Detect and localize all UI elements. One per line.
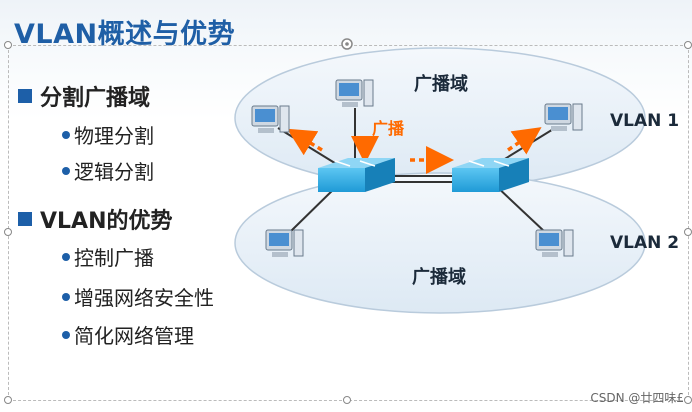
bullet-main-2: VLAN的优势 <box>18 203 172 235</box>
computer-icon-upper-left <box>251 105 290 133</box>
computer-icon-lower-right <box>535 229 574 257</box>
vlan2-label: VLAN 2 <box>610 233 679 253</box>
bullet-square-icon <box>18 212 32 226</box>
bullet-dot-icon <box>62 167 70 175</box>
computer-icon-upper-right <box>544 103 583 131</box>
bullet-sub-2-3: 简化网络管理 <box>62 320 194 349</box>
bullet-square-icon <box>18 89 32 103</box>
bullet-sub-2-1: 控制广播 <box>62 242 154 271</box>
lower-domain-label: 广播域 <box>412 266 466 288</box>
switch-left-icon <box>318 158 395 192</box>
bullet-sub-2-2: 增强网络安全性 <box>62 282 214 311</box>
bullet-main-1: 分割广播域 <box>18 80 150 112</box>
upper-domain-label: 广播域 <box>414 73 468 95</box>
vlan1-label: VLAN 1 <box>610 111 679 131</box>
selection-frame-right <box>688 45 689 400</box>
bullet-sub-1-2: 逻辑分割 <box>62 156 154 185</box>
watermark: CSDN @廿四味£ <box>590 391 684 405</box>
resize-handle-bottom-left[interactable] <box>4 396 12 404</box>
broadcast-arrow-left <box>287 128 323 156</box>
broadcast-arrow-upright <box>507 127 542 155</box>
selection-frame-left <box>8 45 9 400</box>
broadcast-domain-upper <box>234 47 646 189</box>
bullet-dot-icon <box>62 293 70 301</box>
computer-icon-top <box>335 79 374 107</box>
bullet-dot-icon <box>62 253 70 261</box>
broadcast-arrows <box>287 127 542 174</box>
broadcast-label: 广播 <box>372 119 405 138</box>
resize-handle-bottom[interactable] <box>343 396 351 404</box>
bullet-dot-icon <box>62 331 70 339</box>
bullet-sub-1-1: 物理分割 <box>62 120 154 149</box>
resize-handle-left[interactable] <box>4 228 12 236</box>
computer-icon-lower-left <box>265 229 304 257</box>
slide-title: VLAN概述与优势 <box>14 19 236 50</box>
resize-handle-top-left[interactable] <box>4 41 12 49</box>
bullet-dot-icon <box>62 131 70 139</box>
rotate-handle-icon[interactable] <box>341 38 353 50</box>
switch-right-icon <box>452 158 529 192</box>
